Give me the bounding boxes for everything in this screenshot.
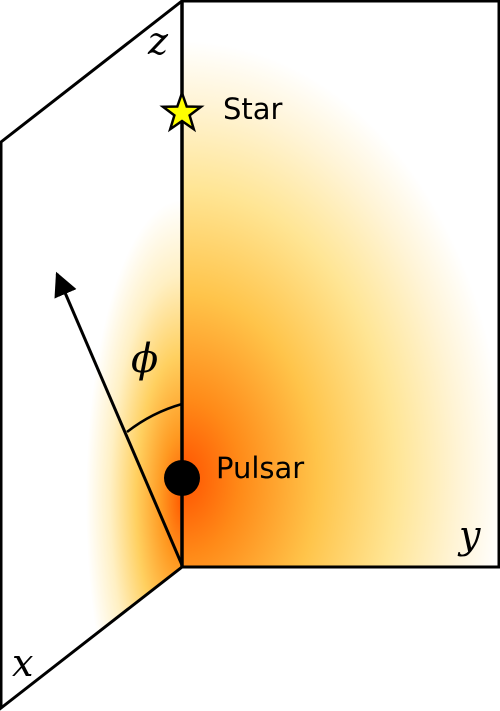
y-axis-label: y [457, 513, 481, 557]
x-axis-label: x [12, 641, 33, 685]
yz-plane-panel [180, 0, 500, 569]
angle-label: ϕ [131, 336, 158, 382]
pulsar-icon [164, 460, 200, 496]
star-icon [159, 89, 205, 133]
angle-arc [126, 402, 183, 433]
pulsar-label: Pulsar [216, 451, 304, 485]
direction-arrow [54, 271, 184, 566]
star-label: Star [223, 92, 283, 126]
z-axis-label: z [147, 19, 169, 63]
